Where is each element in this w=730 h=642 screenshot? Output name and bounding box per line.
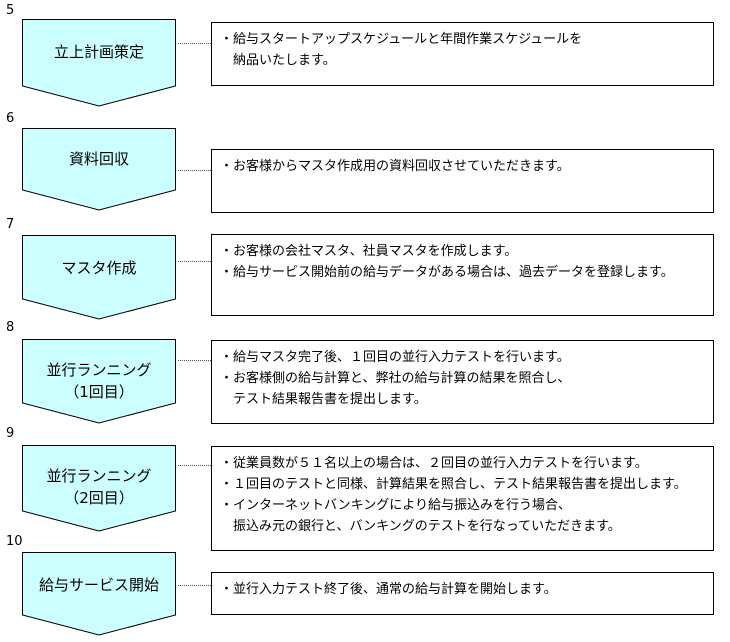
chevron-shape <box>22 339 176 424</box>
description-line: ・並行入力テスト終了後、通常の給与計算を開始します。 <box>220 582 557 597</box>
step-label: 給与サービス開始 <box>38 576 159 594</box>
description-line: 振込み元の銀行と、バンキングのテストを行なっていただきます。 <box>220 519 621 534</box>
chevron-polygon <box>22 128 176 211</box>
step-chevron: マスタ作成 <box>22 235 176 320</box>
description-line: 納品いたします。 <box>220 53 336 68</box>
dotted-connector <box>178 43 211 44</box>
step-label: 資料回収 <box>68 150 129 168</box>
description-line: ・給与マスタ完了後、１回目の並行入力テストを行います。 <box>220 350 570 365</box>
chevron-polygon <box>22 235 176 320</box>
chevron-shape <box>22 128 176 211</box>
step-description: ・お客様の会社マスタ、社員マスタを作成します。・給与サービス開始前の給与データが… <box>211 234 714 316</box>
chevron-shape <box>22 445 176 532</box>
step-chevron: 資料回収 <box>22 128 176 211</box>
step-description: ・給与マスタ完了後、１回目の並行入力テストを行います。・お客様側の給与計算と、弊… <box>211 340 714 424</box>
description-line: ・給与スタートアップスケジュールと年間作業スケジュールを <box>220 32 583 47</box>
dotted-connector <box>178 261 211 262</box>
step-label: マスタ作成 <box>61 259 137 277</box>
step-number: 10 <box>6 534 23 549</box>
step-chevron: 立上計画策定 <box>22 19 176 107</box>
step-description: ・給与スタートアップスケジュールと年間作業スケジュールを 納品いたします。 <box>211 22 714 86</box>
step-number: 7 <box>6 217 15 232</box>
step-description: ・従業員数が５１名以上の場合は、２回目の並行入力テストを行います。・１回目のテス… <box>211 446 714 551</box>
step-description: ・並行入力テスト終了後、通常の給与計算を開始します。 <box>211 572 714 615</box>
chevron-polygon <box>22 552 176 636</box>
step-number: 6 <box>6 111 15 126</box>
chevron-shape <box>22 552 176 636</box>
description-line: ・１回目のテストと同様、計算結果を照合し、テスト結果報告書を提出します。 <box>220 477 687 492</box>
description-line: ・インターネットバンキングにより給与振込みを行う場合、 <box>220 498 572 513</box>
chevron-polygon <box>22 445 176 532</box>
chevron-polygon <box>22 19 176 107</box>
step-label: 並行ランニング （2回目） <box>46 467 152 507</box>
step-chevron: 並行ランニング （2回目） <box>22 445 176 532</box>
description-line: ・お客様側の給与計算と、弊社の給与計算の結果を照合し、 <box>220 371 571 386</box>
chevron-shape <box>22 19 176 107</box>
step-number: 8 <box>6 320 15 335</box>
step-number: 5 <box>6 3 15 18</box>
step-label: 立上計画策定 <box>53 43 144 61</box>
step-chevron: 給与サービス開始 <box>22 552 176 636</box>
description-line: ・従業員数が５１名以上の場合は、２回目の並行入力テストを行います。 <box>220 456 648 471</box>
chevron-polygon <box>22 339 176 424</box>
step-description: ・お客様からマスタ作成用の資料回収させていただきます。 <box>211 149 714 213</box>
dotted-connector <box>178 585 211 586</box>
step-label: 並行ランニング （1回目） <box>46 361 152 401</box>
dotted-connector <box>178 170 211 171</box>
dotted-connector <box>178 360 211 361</box>
step-chevron: 並行ランニング （1回目） <box>22 339 176 424</box>
dotted-connector <box>178 465 211 466</box>
description-line: ・お客様からマスタ作成用の資料回収させていただきます。 <box>220 159 570 174</box>
description-line: テスト結果報告書を提出します。 <box>220 392 427 407</box>
description-line: ・お客様の会社マスタ、社員マスタを作成します。 <box>220 244 518 259</box>
chevron-shape <box>22 235 176 320</box>
step-number: 9 <box>6 426 15 441</box>
description-line: ・給与サービス開始前の給与データがある場合は、過去データを登録します。 <box>220 265 674 280</box>
